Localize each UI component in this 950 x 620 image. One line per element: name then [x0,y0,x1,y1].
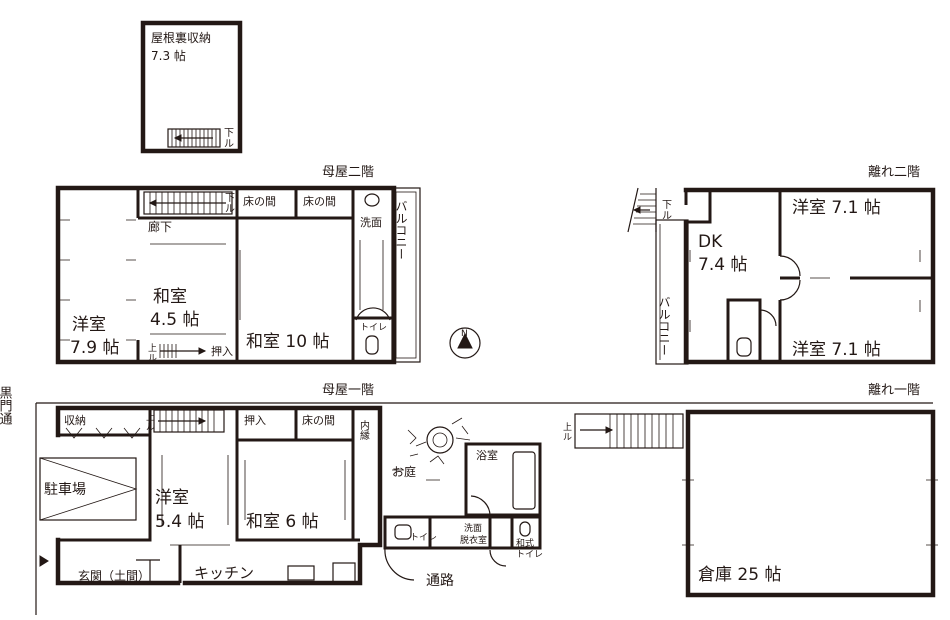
annex-1f-stairs-up-1: 上 [563,422,572,433]
main-1f-wet-area: 浴室 洗面 脱衣室 トイレ 和式 トイレ [383,442,543,581]
annex-2f-balcony-outline [655,219,689,365]
main-2f-stairs-up-1: 上 [148,343,157,354]
main-2f-wash: 洗面 [360,216,382,229]
annex-2f-western-a: 洋室 7.1 帖 [792,198,881,218]
property-line [35,402,933,615]
attic-storage-name: 屋根裏収納 [151,30,211,45]
annex-2f-stairs-down-2: ル [662,211,672,222]
attic-stairs-down-2: ル [224,139,234,150]
main-1f-garden: お庭 [392,417,471,481]
main-1f-stairs [153,409,225,433]
main-1f-jap-toilet-icon [519,521,531,537]
main-2f-stairs-up-2: ル [148,354,157,364]
main-2f-title: 母屋二階 [322,165,374,180]
main-2f-balcony: バルコニー [394,200,408,260]
main-2f-stairs-down-1: 下 [225,193,235,204]
main-1f-toilet: トイレ [410,533,437,543]
main-2f-toko1: 床の間 [243,194,276,208]
annex-2f-toilet-icon [736,337,752,357]
main-2f-toko2: 床の間 [303,194,336,208]
main-2f-balcony-outline [391,187,421,363]
annex-2f-western-b: 洋室 7.1 帖 [792,340,881,360]
main-2f-western-name: 洋室 [72,315,106,335]
attic-stairs [167,128,221,148]
passage-label: 通路 [426,573,454,589]
garden-stone-icon [426,426,454,454]
main-2f-floor: 下 ル 上 ル 廊下 和室 4.5 帖 洋室 7.9 帖 和室 10 帖 床の間… [55,185,421,365]
main-2f-washitsu45-size: 4.5 帖 [150,310,199,330]
main-1f-stairs-up-2: ル [146,423,155,433]
annex-2f-title: 離れ二階 [868,165,920,180]
main-1f-jap-toilet-1: 和式 [516,537,534,549]
annex-2f-dk-name: DK [698,232,723,252]
main-2f-stairs-up [159,344,207,358]
annex-1f-warehouse: 倉庫 25 帖 [698,565,781,585]
main-2f-corridor: 廊下 [148,219,172,234]
main-1f-western-size: 5.4 帖 [155,512,204,532]
main-1f-washitsu6: 和室 6 帖 [246,512,319,532]
main-1f-bath: 浴室 [476,448,498,462]
annex-1f-floor: 上 ル 倉庫 25 帖 [563,409,938,598]
annex-2f-balcony: バルコニー [657,296,671,356]
main-2f-washitsu10: 和室 10 帖 [246,332,329,352]
main-1f-entrance: 玄関（土間） [78,568,150,583]
entrance-arrow-icon [39,555,49,567]
main-2f-toilet: トイレ [360,323,387,333]
main-1f-engawa: 内縁 [358,419,370,440]
main-1f-jap-toilet-2: トイレ [516,550,543,560]
attic-floor: 下 ル 屋根裏収納 7.3 帖 [140,20,243,154]
annex-2f-stairs-down-1: 下 [662,200,672,211]
compass-north: N [461,329,468,339]
warehouse-wall [685,409,936,598]
main-2f-stairs-down-2: ル [225,204,235,215]
main-2f-wash-basin-icon [364,193,380,207]
annex-1f-stairs-up-2: ル [563,433,572,443]
main-1f-kitchen: キッチン [194,564,254,582]
attic-stairs-down-1: 下 [224,128,234,139]
main-1f-dressing-2: 脱衣室 [460,534,487,546]
main-1f-floor: 上 ル 収納 押入 床の間 内縁 駐車場 洋室 5.4 帖 和室 6 帖 玄関（… [39,405,383,586]
annex-1f-title: 離れ一階 [868,383,920,398]
main-1f-western-name: 洋室 [155,488,189,508]
main-1f-toko: 床の間 [302,413,335,427]
main-1f-stairs-up-1: 上 [146,412,155,423]
street-name: 黒門通 [0,386,12,425]
main-2f-toilet-icon [365,335,379,355]
stove-icon [332,562,356,583]
annex-2f-stairs [627,187,657,233]
main-1f-parking: 駐車場 [44,481,86,498]
main-1f-toilet-icon [394,524,412,540]
main-2f-stairs [143,191,233,215]
sink-icon [287,565,315,581]
main-1f-storage: 収納 [64,414,86,427]
main-1f-dressing-1: 洗面 [464,522,482,534]
bathtub-icon [512,451,536,510]
main-2f-western-size: 7.9 帖 [70,338,119,358]
attic-wall [140,20,243,154]
compass-icon: N [449,327,481,359]
parking-area [39,457,138,521]
annex-1f-stairs [574,413,684,449]
main-2f-closet: 押入 [211,344,233,358]
main-1f-garden-label: お庭 [392,464,416,479]
main-1f-title: 母屋一階 [322,383,374,398]
main-2f-washitsu45-name: 和室 [153,287,187,307]
main-1f-closet: 押入 [244,413,266,427]
attic-storage-size: 7.3 帖 [151,48,186,63]
annex-2f-dk-size: 7.4 帖 [698,255,747,275]
annex-2f-floor: 下 ル DK 7.4 帖 洋室 7.1 帖 洋室 7.1 帖 バルコニー [627,187,936,365]
